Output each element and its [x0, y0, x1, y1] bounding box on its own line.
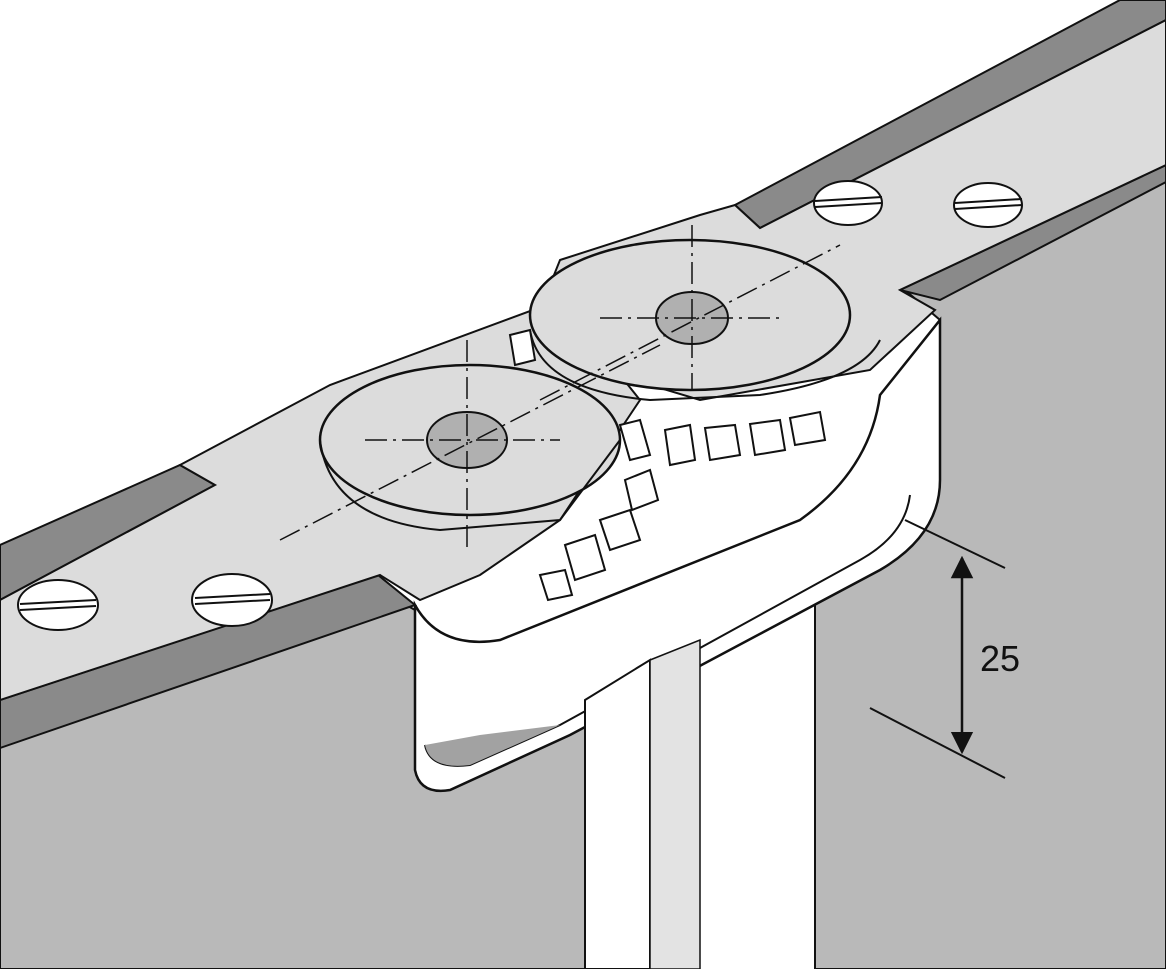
- center-post-shade: [649, 638, 701, 969]
- right-gear-teeth: [618, 410, 827, 467]
- center-lines: [279, 225, 841, 548]
- left-knuckle-side: [319, 439, 621, 532]
- screw-icon: [953, 182, 1023, 228]
- screw-icon: [17, 579, 99, 631]
- screw-icon: [191, 573, 273, 627]
- dimension-label: 25: [980, 638, 1020, 679]
- housing-shadow: [425, 725, 560, 766]
- screw-icon: [813, 180, 883, 226]
- dimension-extension-lines: [869, 519, 1006, 779]
- center-post: [584, 658, 651, 969]
- hinge-housing: [413, 316, 942, 793]
- left-gear-teeth: [508, 328, 660, 602]
- right-knuckle-side: [529, 329, 881, 402]
